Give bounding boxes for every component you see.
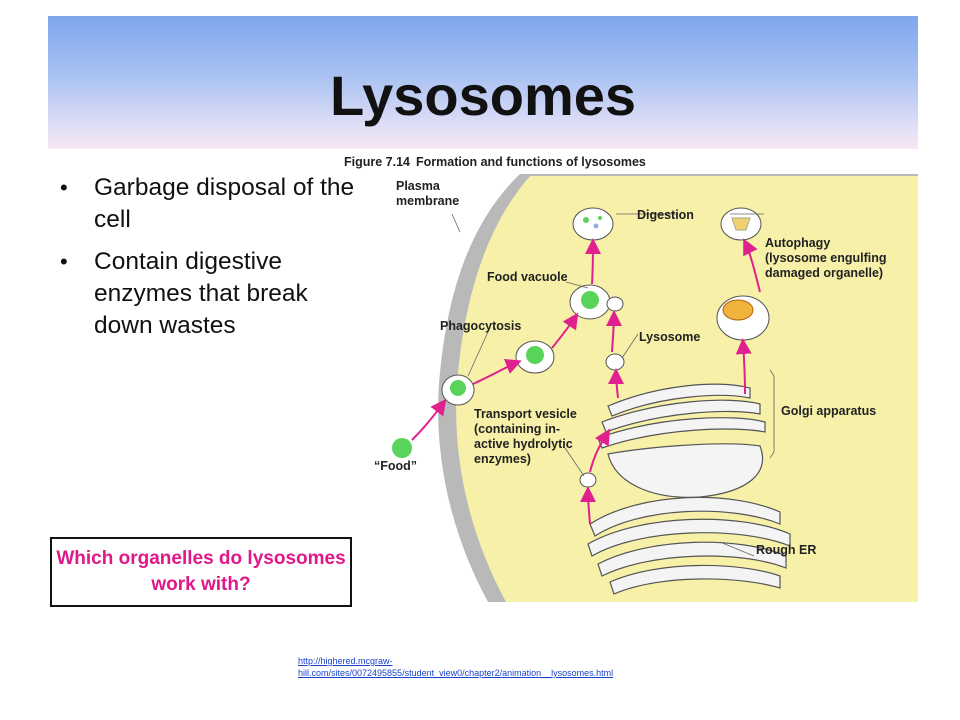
bullet-item: • Garbage disposal of the cell (60, 172, 360, 236)
label-transport-vesicle-3: active hydrolytic (474, 437, 573, 451)
autophagy-digestion-lysosome (720, 207, 762, 241)
label-transport-vesicle-2: (containing in- (474, 422, 560, 436)
bullet-text: Contain digestive enzymes that break dow… (94, 248, 308, 339)
label-plasma-membrane-1: Plasma (396, 179, 441, 193)
phagocytosis-vacuole (515, 340, 555, 374)
label-digestion: Digestion (637, 208, 694, 222)
label-food-vacuole: Food vacuole (487, 270, 568, 284)
label-autophagy-2: (lysosome engulfing (765, 251, 887, 265)
label-plasma-membrane-2: membrane (396, 194, 459, 208)
slide-title: Lysosomes (329, 64, 637, 127)
figure-caption-text: Formation and functions of lysosomes (416, 155, 646, 169)
autophagy-lysosome (716, 295, 770, 341)
bullet-dot-icon: • (60, 249, 68, 274)
label-autophagy-1: Autophagy (765, 236, 830, 250)
title-band: Lysosomes (48, 16, 918, 149)
figure-caption-number: Figure 7.14 (344, 155, 410, 169)
food-particle (392, 438, 412, 458)
label-rough-er: Rough ER (756, 543, 816, 557)
label-transport-vesicle-1: Transport vesicle (474, 407, 577, 421)
source-link-line-2[interactable]: hill.com/sites/0072495855/student_view0/… (298, 668, 614, 678)
label-food: “Food” (374, 459, 417, 473)
label-phagocytosis: Phagocytosis (440, 319, 521, 333)
label-golgi-apparatus: Golgi apparatus (781, 404, 876, 418)
bullet-text: Garbage disposal of the cell (94, 174, 355, 233)
pathway-arrows (411, 238, 761, 525)
question-text: Which organelles do lysosomes work with? (56, 548, 346, 595)
food-vacuole (569, 284, 624, 320)
source-link[interactable]: http://highered.mcgraw- hill.com/sites/0… (298, 655, 678, 679)
lysosome-vesicle (605, 353, 625, 371)
label-transport-vesicle-4: enzymes) (474, 452, 531, 466)
label-autophagy-3: damaged organelle) (765, 266, 883, 280)
lysosome-diagram: Figure 7.14 Formation and functions of ly… (344, 155, 918, 602)
transport-vesicle (579, 472, 597, 488)
leader-lines (451, 213, 775, 557)
label-lysosome: Lysosome (639, 330, 700, 344)
digestion-lysosome (572, 207, 614, 241)
phagocytic-vesicle (441, 374, 475, 406)
golgi-shape (597, 383, 766, 498)
question-box: Which organelles do lysosomes work with? (50, 537, 352, 607)
bullet-list: • Garbage disposal of the cell • Contain d… (60, 172, 360, 352)
bullet-item: • Contain digestive enzymes that break do… (60, 246, 360, 342)
rough-er-shape (587, 496, 791, 595)
source-link-line-1[interactable]: http://highered.mcgraw- (298, 656, 393, 666)
bullet-dot-icon: • (60, 175, 68, 200)
